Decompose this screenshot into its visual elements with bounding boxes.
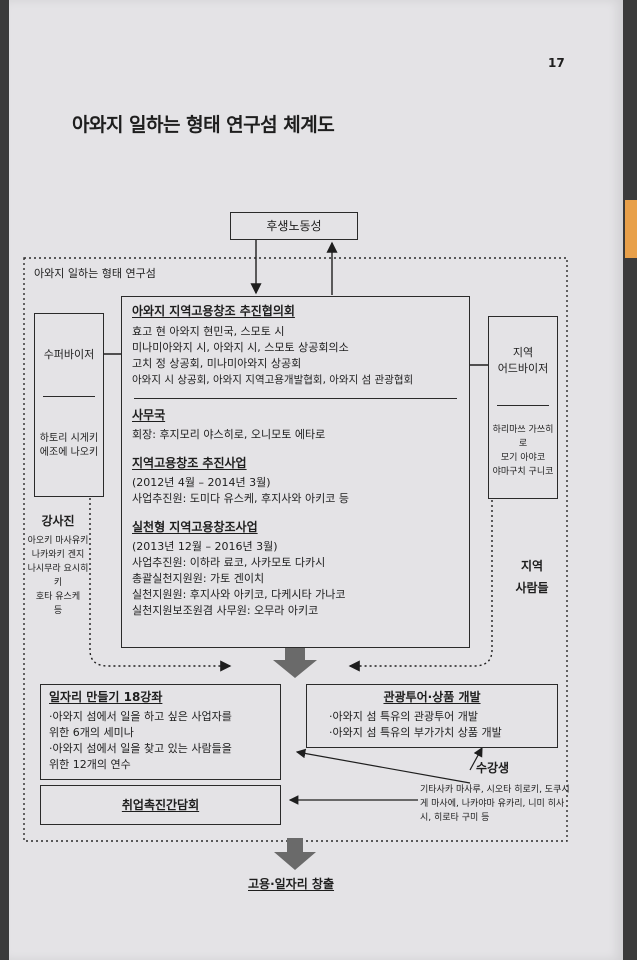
advisor-title: 지역 어드바이저 [489,317,557,405]
advisor-name: 모기 아야코 [500,453,546,463]
council-divider [134,398,457,399]
ministry-box: 후생노동성 [230,212,358,240]
outcome-label: 고용·일자리 창출 [248,877,335,891]
practice-line: 사업추진원: 이하라 료코, 사카모토 다카시 [132,556,326,569]
page-title: 아와지 일하는 형태 연구섬 체계도 [72,114,335,136]
outer-frame-label: 아와지 일하는 형태 연구섬 [34,267,156,280]
jobs-item: ·아와지 섬에서 일을 찾고 있는 사람들을 [49,742,232,755]
tourism-box: 관광투어·상품 개발 ·아와지 섬 특유의 관광투어 개발 ·아와지 섬 특유의… [306,684,558,748]
supervisor-box: 수퍼바이저 하토리 시게키 에조에 나오키 [34,313,104,497]
jobs-item: 위한 12개의 연수 [49,758,131,771]
supervisor-name: 하토리 시게키 [39,433,99,444]
advisor-name: 야마구치 구니코 [492,467,554,477]
advisor-divider [497,405,549,406]
practice-line: (2013년 12월 – 2016년 3월) [132,540,278,553]
employment-meeting-label: 취업촉진간담회 [121,797,200,812]
ministry-label: 후생노동성 [266,218,322,233]
promotion-line: (2012년 4월 – 2014년 3월) [132,476,271,489]
advisor-box: 지역 어드바이저 하리마쓰 가쓰히로 모기 아야코 야마구치 구니코 [488,316,558,499]
supervisor-name: 에조에 나오키 [39,447,99,458]
advisor-name: 하리마쓰 가쓰히로 [492,425,554,449]
student-names: 게 마사에, 나카야마 유카리, 니미 히사 [420,799,565,809]
promotion-heading: 지역고용창조 추진사업 [132,456,247,470]
arrow-students-tourism [469,746,483,771]
locals-group: 지역 사람들 [500,555,564,599]
instructor-name: 나카와키 겐지 [31,550,85,560]
council-member: 미나미아와지 시, 아와지 시, 스모토 상공회의소 [132,341,349,354]
arrow-students-jobs [295,748,471,784]
student-names: 시, 히로타 구미 등 [420,813,490,823]
council-member: 효고 현 아와지 현민국, 스모토 시 [132,325,285,338]
instructor-name: 나시무라 요시히키 [27,564,89,588]
employment-meeting-box: 취업촉진간담회 [40,785,281,825]
outer-dashed-frame [23,257,568,842]
locals-title-line: 사람들 [515,581,549,595]
instructors-group: 강사진 아오키 마사유키 나카와키 겐지 나시무라 요시히키 호타 유스케 등 [26,513,90,618]
council-members: 효고 현 아와지 현민국, 스모토 시 미나미아와지 시, 아와지 시, 스모토… [132,324,459,388]
advisor-title-line: 지역 [512,346,534,359]
supervisor-divider [43,396,95,397]
practice-line: 실천지원원: 후지사와 아키코, 다케시타 가나코 [132,588,346,601]
big-arrow-council [273,648,317,678]
practice-line: 총괄실천지원원: 가토 겐이치 [132,572,265,585]
instructor-name: 등 [53,606,63,616]
jobs-item: ·아와지 섬에서 일을 하고 싶은 사업자를 [49,710,232,723]
instructor-name: 호타 유스케 [35,592,81,602]
supervisor-names: 하토리 시게키 에조에 나오키 [35,397,103,495]
practice-heading: 실천형 지역고용창조사업 [132,520,258,534]
tourism-item: ·아와지 섬 특유의 관광투어 개발 [329,710,479,723]
instructor-name: 아오키 마사유키 [27,536,89,546]
practice-line: 실천지원보조원겸 사무원: 오무라 아키코 [132,604,319,617]
arrow-locals [348,500,493,672]
tourism-item: ·아와지 섬 특유의 부가가치 상품 개발 [329,726,502,739]
students-title: 수강생 [475,761,510,775]
jobs-heading: 일자리 만들기 18강좌 [49,690,163,704]
locals-title-line: 지역 [520,559,544,573]
advisor-title-line: 어드바이저 [497,362,549,375]
page-tab-marker [625,200,637,258]
advisor-names: 하리마쓰 가쓰히로 모기 아야코 야마구치 구니코 [489,406,557,496]
secretariat-line: 회장: 후지모리 야스히로, 오니모토 에타로 [132,428,326,441]
supervisor-title: 수퍼바이저 [43,348,95,361]
page-number: 17 [548,56,565,70]
council-member: 고치 정 상공회, 미나미아와지 상공회 [132,357,302,370]
instructors-title: 강사진 [41,514,75,528]
big-arrow-outcome [274,838,316,870]
students-group: 수강생 기타사카 마사루, 시오타 히로키, 도쿠시 게 마사에, 나카야마 유… [420,760,570,825]
tourism-heading: 관광투어·상품 개발 [383,690,481,704]
jobs-box: 일자리 만들기 18강좌 ·아와지 섬에서 일을 하고 싶은 사업자를 위한 6… [40,684,281,780]
jobs-item: 위한 6개의 세미나 [49,726,134,739]
council-member: 아와지 시 상공회, 아와지 지역고용개발협회, 아와지 섬 관광협회 [132,374,414,386]
council-heading: 아와지 지역고용창조 추진협의회 [132,304,295,318]
arrow-instructors [89,498,232,672]
secretariat-heading: 사무국 [132,408,166,422]
council-box: 아와지 지역고용창조 추진협의회 효고 현 아와지 현민국, 스모토 시 미나미… [121,296,470,648]
promotion-line: 사업추진원: 도미다 유스케, 후지사와 아키코 등 [132,492,349,505]
student-names: 기타사카 마사루, 시오타 히로키, 도쿠시 [420,785,570,795]
